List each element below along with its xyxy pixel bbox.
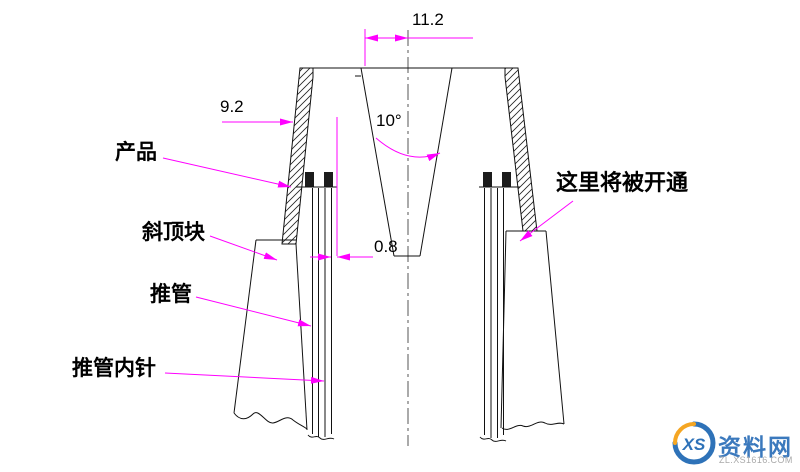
ejector-sleeve-lines	[312, 188, 504, 438]
watermark-site-url: ZL.XS1616.COM	[719, 455, 793, 465]
rib-sections	[296, 172, 520, 188]
dimension-lines	[222, 29, 473, 261]
leader-inner-pin	[164, 372, 325, 384]
watermark-logo-text: XS	[682, 435, 706, 454]
watermark-logo-icon: XS	[672, 421, 716, 465]
label-open-through-note: 这里将被开通	[556, 170, 689, 195]
leader-sleeve	[195, 296, 312, 327]
dimension-top-radius	[364, 29, 473, 66]
label-product: 产品	[115, 141, 157, 164]
dim-text-wall-gap: 0.8	[374, 237, 398, 256]
watermark-site-name: 资料网	[718, 434, 793, 460]
leader-product	[162, 157, 292, 188]
dimension-draft-angle	[375, 137, 441, 162]
leader-open-through	[519, 200, 574, 242]
right-core-block	[500, 230, 565, 429]
dim-text-draft-angle: 10°	[376, 111, 402, 130]
product-shell	[281, 67, 538, 245]
lifter-block	[233, 239, 308, 431]
core-funnel	[355, 67, 453, 257]
label-sleeve-inner-pin: 推管内针	[72, 357, 156, 380]
dim-text-top-radius: 11.2	[412, 10, 444, 29]
leader-lifter	[209, 235, 278, 261]
break-lines	[233, 412, 565, 442]
leader-lines	[162, 157, 574, 384]
dim-text-side-offset: 9.2	[220, 97, 244, 116]
label-ejector-sleeve: 推管	[150, 283, 192, 306]
label-lifter-block: 斜顶块	[142, 221, 205, 244]
